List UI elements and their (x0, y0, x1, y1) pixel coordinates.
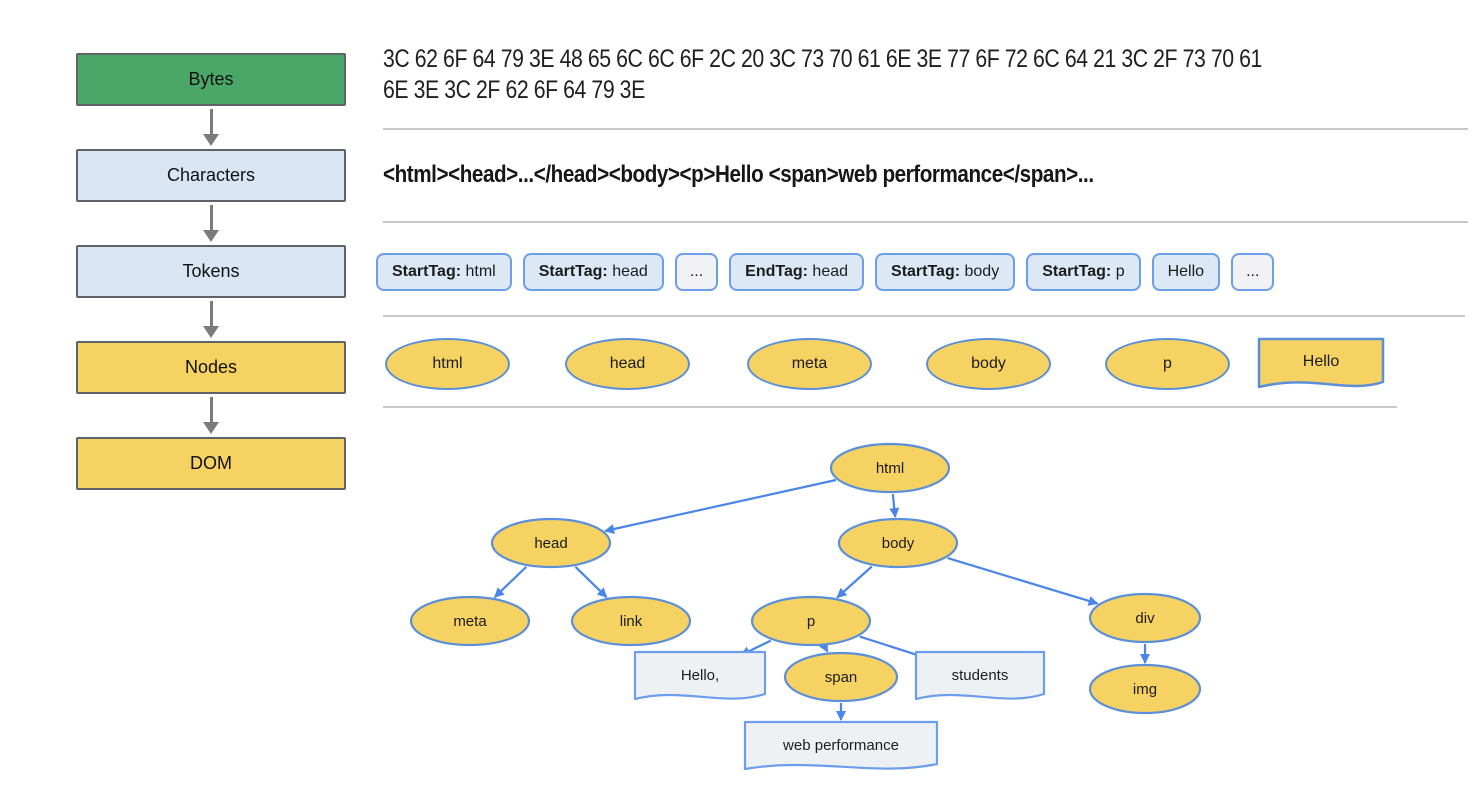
token-pill-endtag-head: EndTag: head (729, 253, 865, 291)
tree-node-div: div (1088, 592, 1202, 644)
token-pill-starttag-html: StartTag: html (376, 253, 512, 291)
bytes-hex-text: 3C 62 6F 64 79 3E 48 65 6C 6C 6F 2C 20 3… (383, 44, 1262, 106)
tree-node-head: head (490, 517, 612, 569)
node-ellipse-p: p (1105, 338, 1230, 390)
pipeline-stage-bytes: Bytes (76, 53, 346, 106)
tree-node-img: img (1088, 663, 1202, 715)
tree-node-label-webperf_text: web performance (782, 737, 899, 754)
token-pill-starttag-p: StartTag: p (1026, 253, 1141, 291)
token-pill-ellipsis: ... (674, 253, 719, 291)
token-pill-ellipsis: ... (1231, 253, 1275, 291)
tree-edge-head-to-link (574, 566, 608, 598)
bytes-hex-line: 3C 62 6F 64 79 3E 48 65 6C 6C 6F 2C 20 3… (383, 45, 1262, 73)
pipeline-down-arrow-icon (76, 106, 346, 149)
pipeline-stage-nodes: Nodes (76, 341, 346, 394)
node-ellipse-meta: meta (747, 338, 872, 390)
tree-node-label-meta: meta (453, 613, 487, 630)
tree-edge-html-to-head (604, 478, 837, 534)
tree-node-span: span (783, 651, 899, 703)
tree-node-students_text: students (914, 650, 1046, 701)
tree-node-label-html: html (876, 460, 904, 477)
tokens-row: StartTag: html StartTag: head... EndTag: h… (376, 253, 1275, 291)
node-ellipse-head: head (565, 338, 690, 390)
tree-edge-head-to-meta (493, 566, 528, 598)
tree-node-label-div: div (1135, 610, 1155, 627)
characters-markup-text: <html><head>...</head><body><p>Hello <sp… (383, 161, 1094, 188)
tree-node-label-span: span (825, 669, 858, 686)
node-ellipse-body: body (926, 338, 1051, 390)
separator-under-characters (383, 221, 1468, 223)
tree-node-label-body: body (882, 535, 915, 552)
text-node-hello-label: Hello (1303, 353, 1340, 370)
tree-node-label-students_text: students (952, 667, 1009, 684)
tree-node-webperf_text: web performance (743, 720, 939, 771)
tree-node-label-img: img (1133, 681, 1157, 698)
pipeline-stage-characters: Characters (76, 149, 346, 202)
tree-node-label-hello_text: Hello, (681, 667, 719, 684)
tree-node-label-link: link (620, 613, 643, 630)
separator-under-tokens (383, 315, 1465, 317)
tree-node-label-head: head (534, 535, 567, 552)
separator-under-nodes (383, 406, 1397, 408)
pipeline-stage-dom: DOM (76, 437, 346, 490)
pipeline-down-arrow-icon (76, 298, 346, 341)
pipeline-down-arrow-icon (76, 394, 346, 437)
separator-under-bytes (383, 128, 1468, 130)
bytes-hex-line: 6E 3E 3C 2F 62 6F 64 79 3E (383, 76, 645, 104)
tree-node-meta: meta (409, 595, 531, 647)
text-node-hello-shape: Hello (1257, 337, 1385, 389)
tree-node-hello_text: Hello, (633, 650, 767, 701)
node-ellipse-html: html (385, 338, 510, 390)
pipeline-stage-tokens: Tokens (76, 245, 346, 298)
tree-edge-html-to-body (889, 493, 900, 518)
tree-node-label-p: p (807, 613, 815, 630)
tree-node-p: p (750, 595, 872, 647)
tree-node-link: link (570, 595, 692, 647)
token-pill-hello: Hello (1151, 253, 1221, 291)
tree-node-body: body (837, 517, 959, 569)
pipeline-down-arrow-icon (76, 202, 346, 245)
tree-edge-body-to-div (947, 557, 1099, 606)
token-pill-starttag-body: StartTag: body (875, 253, 1016, 291)
tree-edge-p-to-span (818, 641, 829, 653)
tree-node-html: html (829, 442, 951, 494)
token-pill-starttag-head: StartTag: head (522, 253, 664, 291)
tree-edge-body-to-p (836, 565, 873, 599)
